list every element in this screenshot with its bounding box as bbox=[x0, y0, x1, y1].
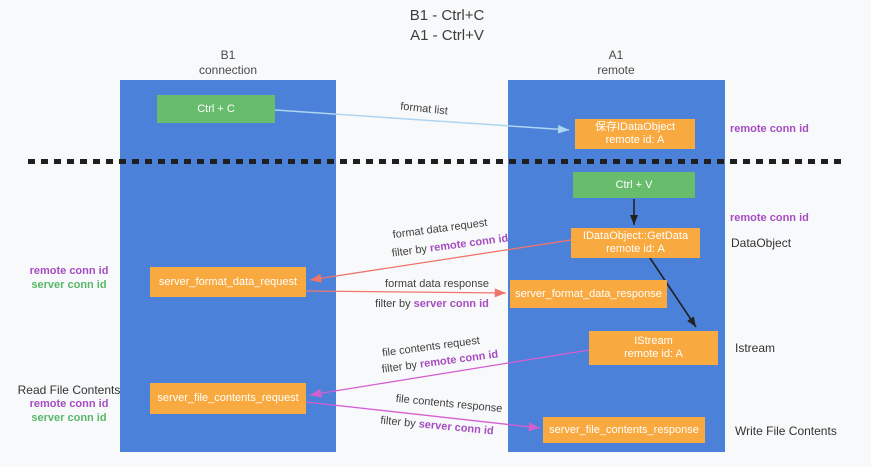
diagram-title-line2: A1 - Ctrl+V bbox=[410, 27, 484, 44]
istream-line1: IStream bbox=[634, 335, 673, 347]
lane-a1-title: A1 bbox=[608, 48, 624, 62]
remote-conn-id-annotation-top: remote conn id bbox=[730, 123, 809, 135]
getdata-line1: IDataObject::GetData bbox=[582, 230, 689, 242]
lane-a1-subtitle: remote bbox=[597, 63, 635, 77]
remote-conn-id-annotation-left2: remote conn id bbox=[29, 398, 109, 410]
filter-by-text: filter by bbox=[379, 414, 420, 431]
format-data-response-filter-label: filter by server conn id bbox=[375, 298, 489, 310]
filter-by-text: filter by bbox=[375, 298, 414, 310]
save-idataobject-line1: 保存IDataObject bbox=[594, 121, 676, 133]
server-file-contents-request-label: server_file_contents_request bbox=[157, 392, 299, 404]
lane-b1-subtitle: connection bbox=[198, 63, 258, 77]
format-list-edge-label: format list bbox=[399, 100, 449, 118]
save-idataobject-node: 保存IDataObject remote id: A bbox=[575, 119, 695, 149]
remote-conn-id-annotation-mid: remote conn id bbox=[730, 212, 809, 224]
filter-by-text: filter by bbox=[391, 242, 431, 260]
format-data-response-arrow bbox=[305, 288, 507, 298]
remote-conn-id-text: remote conn id bbox=[429, 232, 509, 255]
ctrl-v-node: Ctrl + V bbox=[573, 172, 695, 198]
phase-separator-dashed-line bbox=[28, 159, 844, 164]
remote-conn-id-annotation-left: remote conn id bbox=[29, 265, 109, 277]
lane-header-b1: B1 connection bbox=[199, 48, 257, 78]
server-conn-id-text: server conn id bbox=[418, 418, 495, 438]
save-idataobject-line2: remote id: A bbox=[605, 134, 665, 146]
server-conn-id-annotation-left: server conn id bbox=[31, 279, 107, 291]
server-format-data-response-label: server_format_data_response bbox=[515, 287, 662, 300]
server-conn-id-text: server conn id bbox=[413, 298, 489, 310]
server-format-data-response-node: server_format_data_response bbox=[510, 280, 667, 308]
format-data-response-edge-label: format data response bbox=[385, 278, 489, 290]
server-format-data-request-node: server_format_data_request bbox=[150, 267, 306, 297]
server-file-contents-response-node: server_file_contents_response bbox=[543, 417, 705, 443]
istream-annotation: Istream bbox=[735, 341, 776, 355]
filter-by-text: filter by bbox=[381, 358, 421, 376]
left-conn-id-cluster-top: remote conn id server conn id bbox=[18, 264, 120, 292]
ctrl-c-label: Ctrl + C bbox=[197, 102, 235, 115]
write-file-contents-annotation: Write File Contents bbox=[735, 424, 837, 438]
lane-b1-title: B1 bbox=[220, 48, 236, 62]
server-format-data-request-label: server_format_data_request bbox=[158, 275, 298, 288]
diagram-title: B1 - Ctrl+C A1 - Ctrl+V bbox=[410, 6, 485, 46]
dataobject-annotation: DataObject bbox=[731, 236, 792, 250]
read-file-contents-annotation: Read File Contents bbox=[17, 383, 121, 397]
file-contents-response-filter-label: filter by server conn id bbox=[380, 415, 494, 438]
ctrl-c-node: Ctrl + C bbox=[157, 95, 275, 123]
istream-node: IStream remote id: A bbox=[589, 331, 718, 365]
server-file-contents-request-node: server_file_contents_request bbox=[150, 383, 306, 414]
istream-line2: remote id: A bbox=[624, 348, 683, 360]
left-conn-id-cluster-bottom: Read File Contents remote conn id server… bbox=[15, 383, 123, 425]
server-file-contents-response-label: server_file_contents_response bbox=[549, 423, 699, 436]
server-conn-id-annotation-left2: server conn id bbox=[31, 412, 107, 424]
diagram-title-line1: B1 - Ctrl+C bbox=[409, 7, 485, 24]
ctrl-v-label: Ctrl + V bbox=[615, 178, 653, 191]
file-contents-response-edge-label: file contents response bbox=[395, 392, 503, 416]
idataobject-getdata-node: IDataObject::GetData remote id: A bbox=[571, 228, 700, 258]
lane-header-a1: A1 remote bbox=[597, 48, 634, 78]
getdata-line2: remote id: A bbox=[606, 243, 665, 255]
